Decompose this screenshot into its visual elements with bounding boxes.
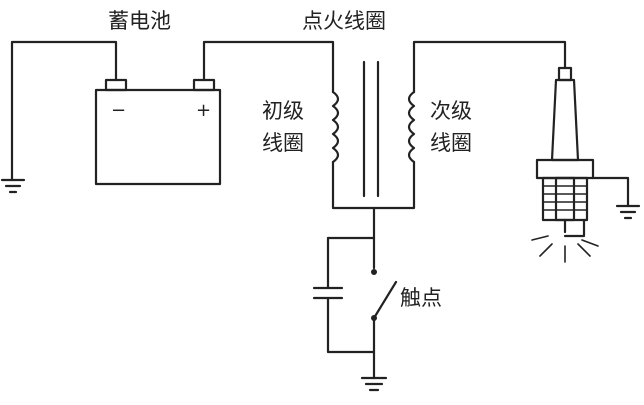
contact-point-top bbox=[371, 269, 377, 275]
battery-negative-sign: − bbox=[111, 100, 126, 121]
battery-negative-wire bbox=[10, 40, 118, 182]
high-voltage-wire bbox=[412, 40, 567, 94]
contact-switch-arm bbox=[372, 280, 398, 320]
ignition-coil bbox=[331, 60, 416, 210]
primary-coil-winding bbox=[331, 90, 340, 164]
ignition-coil-label: 点火线圈 bbox=[302, 9, 386, 33]
bottom-ground-symbol bbox=[360, 376, 388, 392]
battery-positive-wire bbox=[202, 40, 335, 94]
secondary-coil-label-line1: 次级 bbox=[430, 99, 472, 123]
spark-rays bbox=[531, 235, 599, 263]
battery-label: 蓄电池 bbox=[108, 9, 171, 33]
secondary-coil-winding bbox=[407, 90, 416, 164]
right-ground-symbol bbox=[615, 204, 641, 220]
primary-coil-label-line2: 线圈 bbox=[262, 131, 304, 155]
spark-plug-ground-wire bbox=[591, 176, 630, 208]
contact-branch bbox=[312, 236, 398, 380]
primary-coil-label-line1: 初级 bbox=[262, 99, 304, 123]
battery-positive-sign: + bbox=[196, 100, 211, 121]
secondary-coil-label-line2: 线圈 bbox=[430, 131, 472, 155]
spark-plug bbox=[531, 66, 599, 263]
contact-label: 触点 bbox=[400, 286, 442, 310]
left-ground-symbol bbox=[0, 178, 26, 194]
battery: − + bbox=[94, 78, 222, 186]
